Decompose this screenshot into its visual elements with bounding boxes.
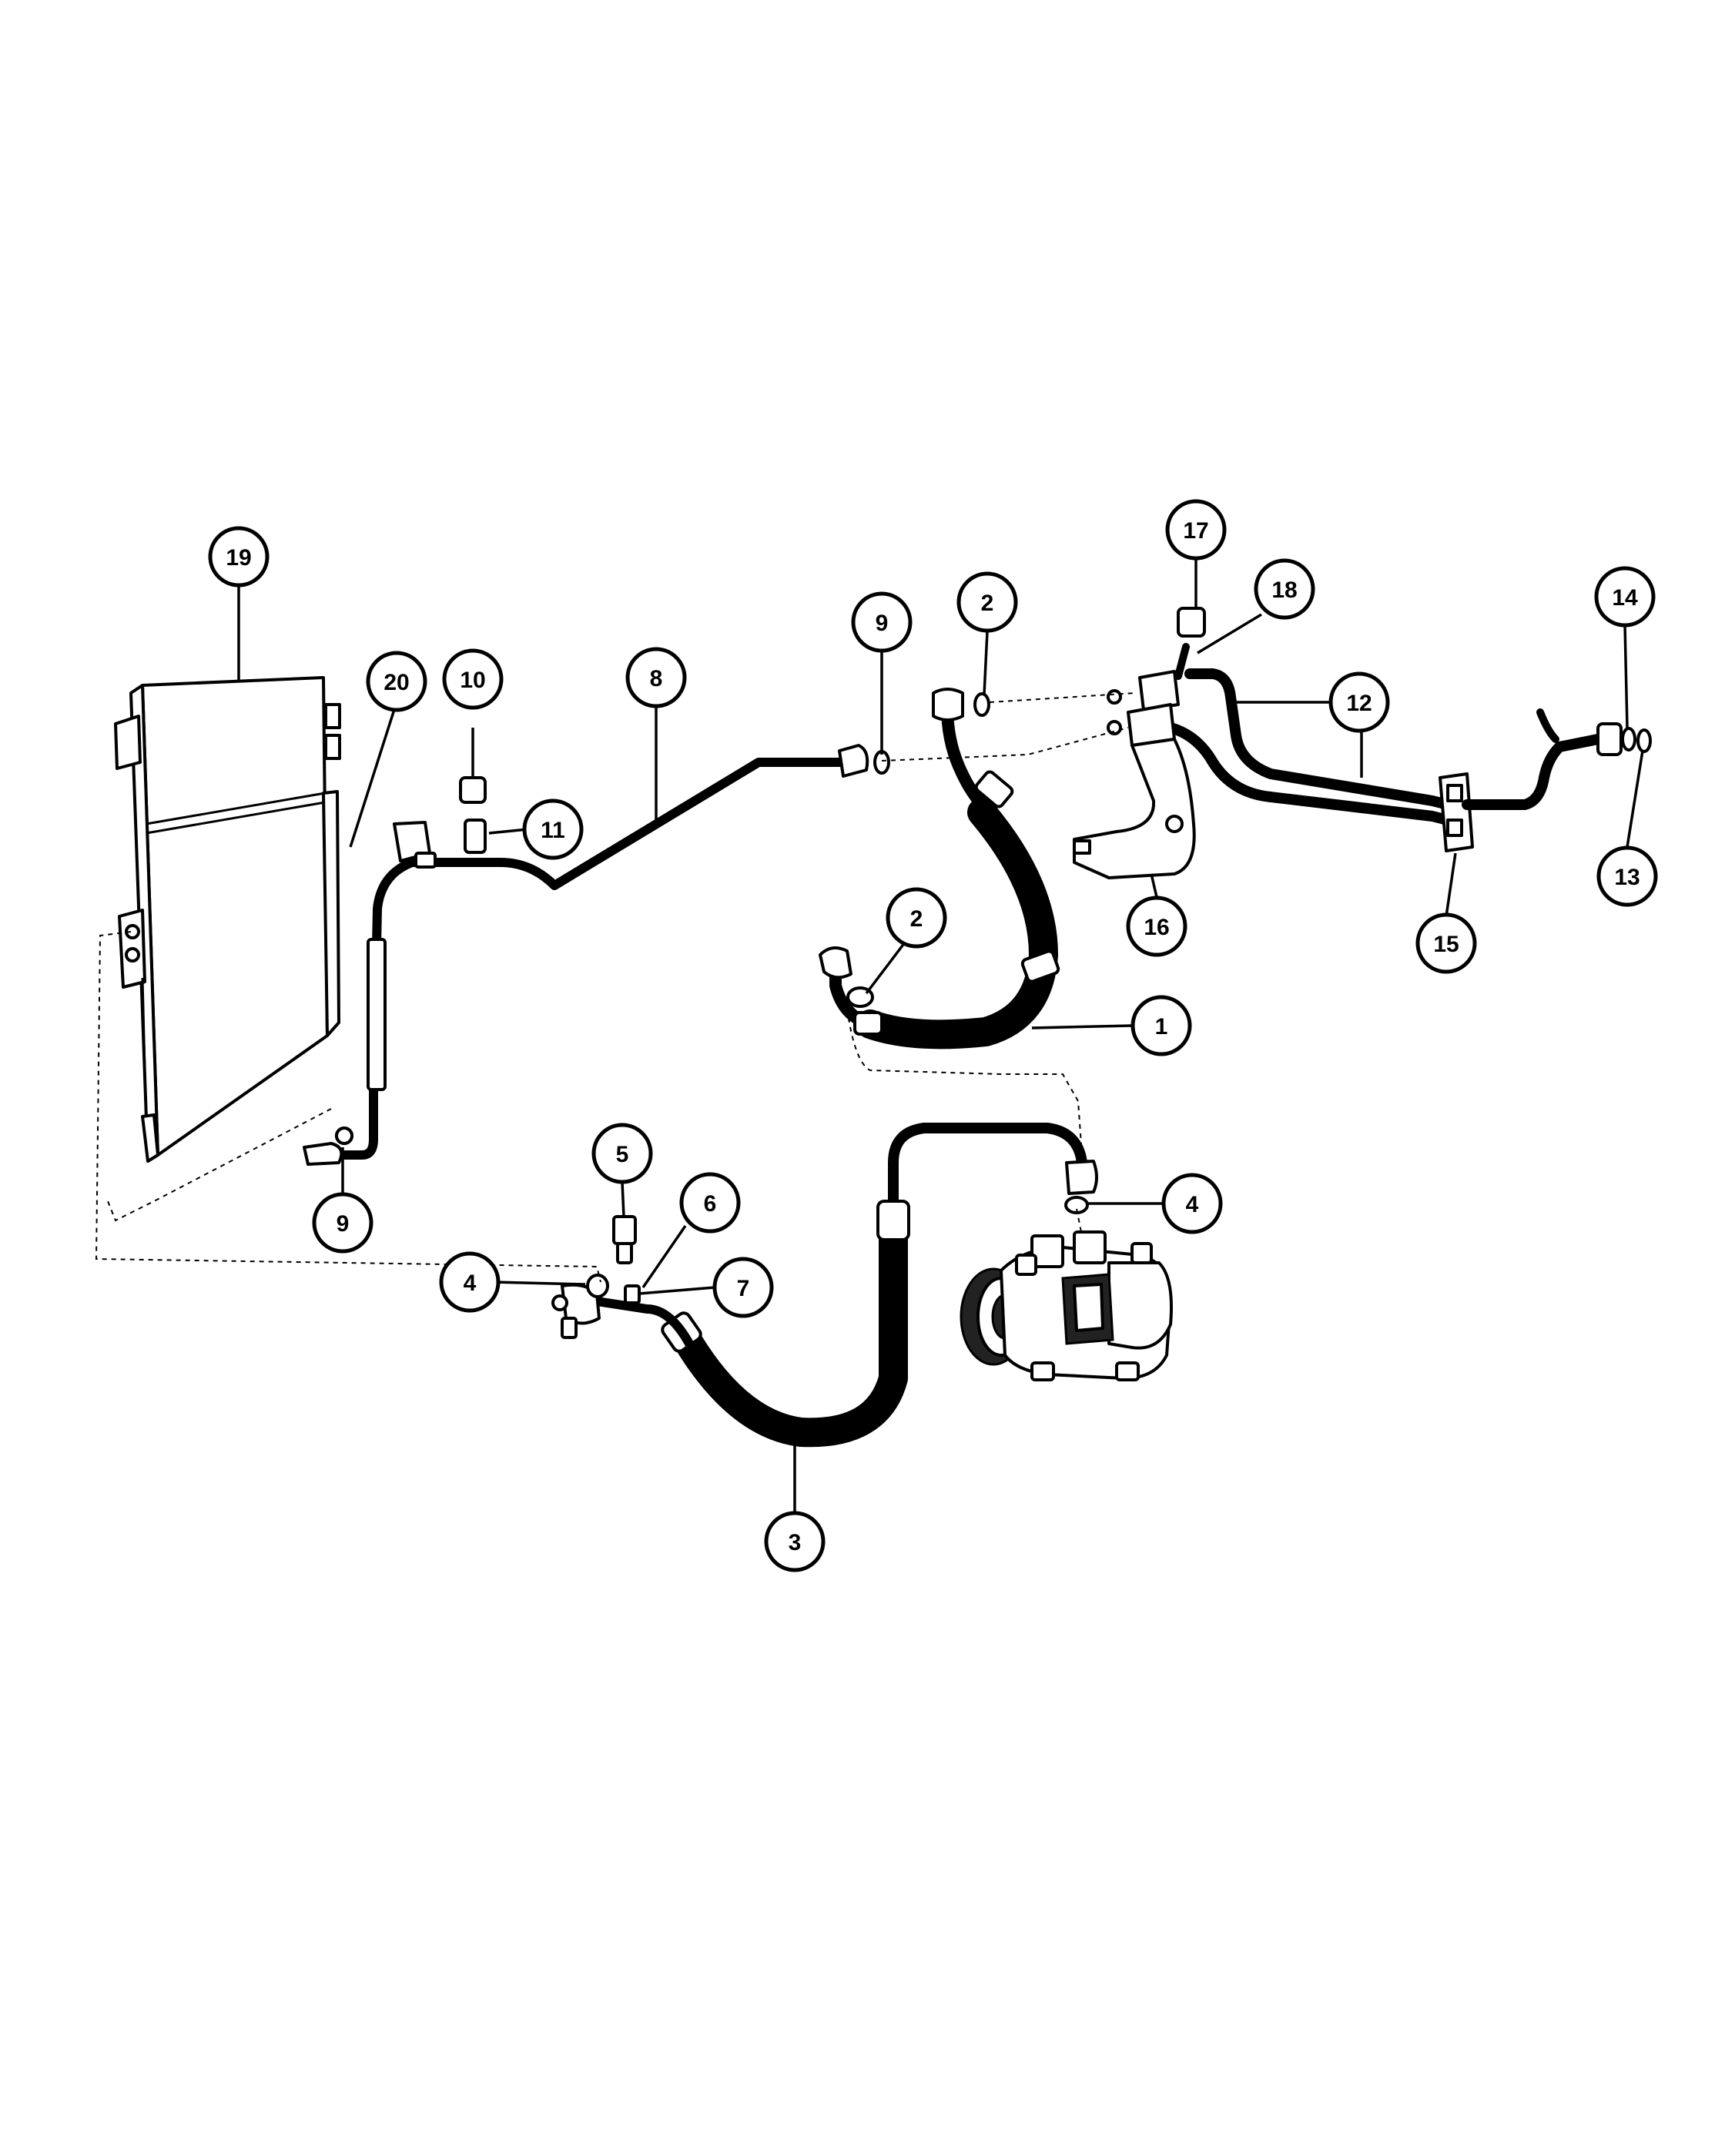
callout-2b: 2 <box>886 887 947 949</box>
callout-10: 10 <box>442 648 504 710</box>
callout-17: 17 <box>1165 499 1227 561</box>
callout-3: 3 <box>764 1511 826 1572</box>
callout-6: 6 <box>679 1172 741 1234</box>
callout-label: 9 <box>876 611 889 636</box>
callout-label: 1 <box>1155 1014 1168 1040</box>
callout-label: 2 <box>981 591 994 616</box>
callout-8: 8 <box>625 647 687 708</box>
callout-5: 5 <box>591 1123 653 1184</box>
callout-label: 6 <box>704 1191 717 1217</box>
callout-18: 18 <box>1254 558 1315 620</box>
condenser <box>114 676 341 1163</box>
callout-label: 4 <box>1186 1192 1199 1217</box>
callout-label: 8 <box>650 666 663 691</box>
compressor <box>960 1230 1173 1381</box>
callout-label: 17 <box>1183 518 1208 544</box>
small-parts <box>335 607 1206 1298</box>
callout-7: 7 <box>712 1257 774 1318</box>
callout-label: 7 <box>737 1276 750 1301</box>
callout-15: 15 <box>1415 912 1477 974</box>
callout-11: 11 <box>522 798 584 860</box>
callout-label: 12 <box>1346 691 1372 716</box>
callout-label: 5 <box>616 1142 629 1167</box>
callout-label: 18 <box>1271 578 1297 603</box>
callout-label: 2 <box>910 906 923 932</box>
callout-14: 14 <box>1594 566 1656 628</box>
callout-13: 13 <box>1596 845 1658 907</box>
callout-label: 19 <box>226 545 251 571</box>
callout-9a: 9 <box>851 591 913 653</box>
callout-12: 12 <box>1328 671 1390 733</box>
callout-16: 16 <box>1126 896 1187 957</box>
callout-1: 1 <box>1130 995 1192 1056</box>
suction-line <box>819 688 1060 1050</box>
callout-label: 15 <box>1433 932 1459 957</box>
callout-label: 11 <box>541 818 565 843</box>
callout-label: 3 <box>789 1530 802 1555</box>
callout-20: 20 <box>366 651 427 712</box>
callout-2a: 2 <box>956 571 1018 633</box>
callout-label: 9 <box>337 1211 350 1237</box>
liquid-line <box>303 744 889 1166</box>
callout-4b: 4 <box>1161 1173 1223 1234</box>
callout-4a: 4 <box>439 1251 501 1313</box>
callout-label: 16 <box>1144 915 1169 940</box>
callout-label: 4 <box>464 1270 477 1296</box>
callout-9b: 9 <box>312 1192 373 1254</box>
callout-label: 20 <box>384 670 409 695</box>
callout-label: 13 <box>1614 865 1640 890</box>
routing-dashes <box>95 692 1137 1283</box>
callout-label: 14 <box>1612 585 1638 611</box>
callout-19: 19 <box>208 526 270 588</box>
leader-lines <box>237 558 1644 1513</box>
evaporator-lines <box>1073 643 1652 879</box>
discharge-line <box>551 1123 1098 1448</box>
callout-label: 10 <box>460 668 485 693</box>
